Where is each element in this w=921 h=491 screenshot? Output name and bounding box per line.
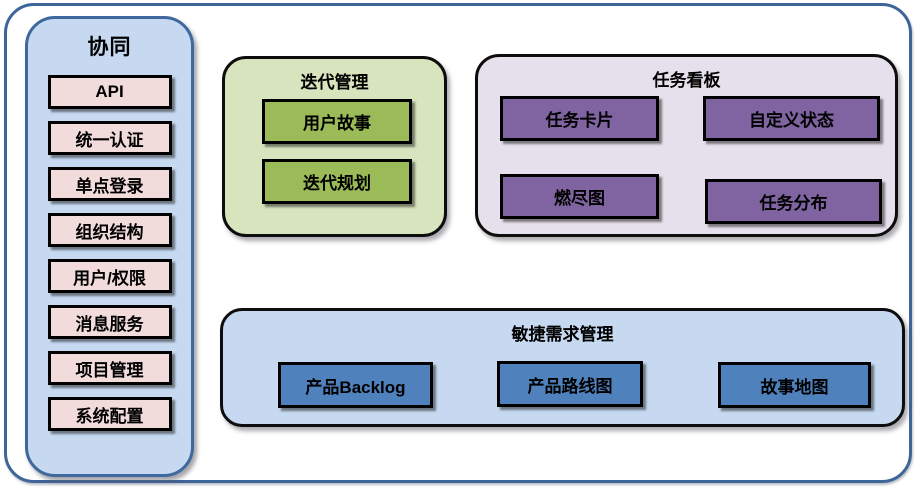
- outer-frame: 协同 API 统一认证 单点登录 组织结构 用户/权限 消息服务 项目管理 系统…: [4, 3, 912, 483]
- iteration-management-panel: 迭代管理 用户故事 迭代规划: [222, 56, 447, 237]
- node-message-service: 消息服务: [47, 305, 172, 339]
- node-project-management: 项目管理: [47, 351, 172, 385]
- collaboration-item-list: API 统一认证 单点登录 组织结构 用户/权限 消息服务 项目管理 系统配置: [28, 75, 191, 431]
- agile-requirements-panel: 敏捷需求管理 产品Backlog 产品路线图 故事地图: [220, 308, 905, 427]
- node-unified-auth: 统一认证: [47, 121, 172, 155]
- node-iteration-planning: 迭代规划: [262, 159, 412, 204]
- node-system-config: 系统配置: [47, 397, 172, 431]
- node-org-structure: 组织结构: [47, 213, 172, 247]
- agile-requirements-title: 敏捷需求管理: [511, 325, 614, 344]
- collaboration-panel-title: 协同: [87, 36, 132, 59]
- node-burndown-chart: 燃尽图: [500, 174, 659, 219]
- node-task-distribution: 任务分布: [705, 179, 882, 224]
- node-api: API: [47, 75, 172, 109]
- node-user-story: 用户故事: [262, 99, 412, 144]
- iteration-management-title: 迭代管理: [300, 73, 369, 92]
- node-user-permission: 用户/权限: [47, 259, 172, 293]
- task-kanban-title: 任务看板: [652, 71, 721, 90]
- task-kanban-panel: 任务看板 任务卡片 自定义状态 燃尽图 任务分布: [475, 54, 898, 237]
- node-custom-status: 自定义状态: [703, 96, 880, 141]
- node-task-card: 任务卡片: [500, 96, 659, 141]
- node-product-backlog: 产品Backlog: [278, 362, 433, 408]
- node-story-map: 故事地图: [718, 362, 871, 408]
- collaboration-panel: 协同 API 统一认证 单点登录 组织结构 用户/权限 消息服务 项目管理 系统…: [25, 16, 194, 477]
- node-single-sign-on: 单点登录: [47, 167, 172, 201]
- node-product-roadmap: 产品路线图: [497, 361, 643, 407]
